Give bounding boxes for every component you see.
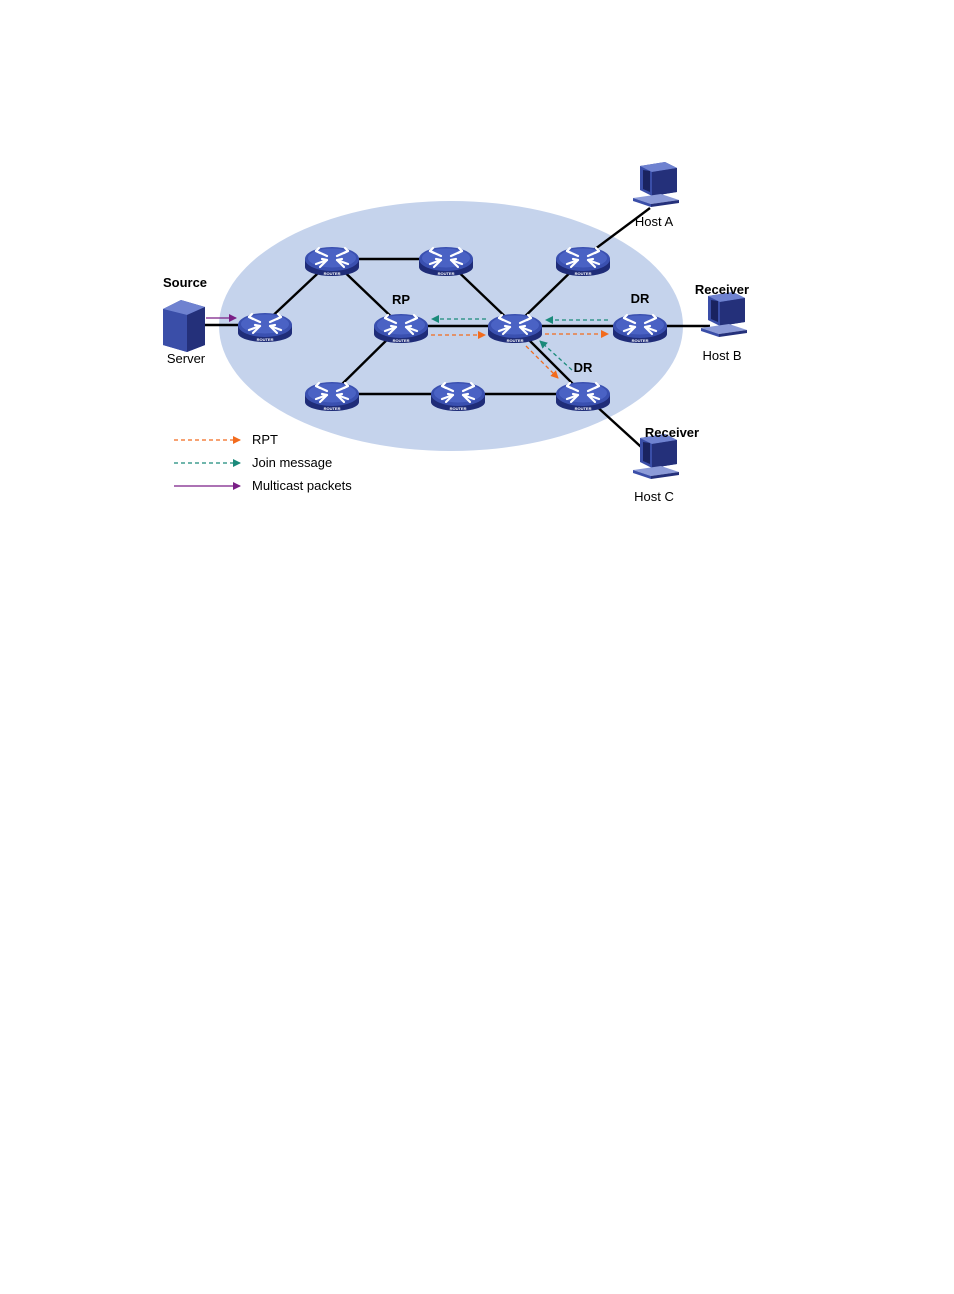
- router-label: ROUTER: [324, 271, 341, 276]
- dr-b-label: DR: [631, 291, 650, 306]
- rp-label: RP: [392, 292, 410, 307]
- router-label: ROUTER: [438, 271, 455, 276]
- router-rp: ROUTER: [372, 312, 430, 345]
- router-label: ROUTER: [632, 338, 649, 343]
- legend-join-label: Join message: [252, 455, 332, 470]
- host-c-label: Host C: [634, 489, 674, 504]
- router-r5: ROUTER: [303, 380, 361, 413]
- dr-c-label: DR: [574, 360, 593, 375]
- host-c-icon: [633, 434, 679, 479]
- router-label: ROUTER: [507, 338, 524, 343]
- source-label: Source: [163, 275, 207, 290]
- host-a-label: Host A: [635, 214, 674, 229]
- server-icon: [163, 300, 205, 352]
- legend-rpt-label: RPT: [252, 432, 278, 447]
- router-dr-c: ROUTER: [554, 380, 612, 413]
- rpt-arrow-mid-to-drc: [525, 345, 559, 379]
- receiver-c-label: Receiver: [645, 425, 699, 440]
- receiver-b-label: Receiver: [695, 282, 749, 297]
- router-label: ROUTER: [324, 406, 341, 411]
- router-r3: ROUTER: [417, 245, 475, 278]
- router-r1: ROUTER: [236, 311, 294, 344]
- router-label: ROUTER: [393, 338, 410, 343]
- router-label: ROUTER: [257, 337, 274, 342]
- host-a-icon: [633, 162, 679, 207]
- arrows: [206, 314, 609, 379]
- router-label: ROUTER: [450, 406, 467, 411]
- join-arrow-drc-to-mid: [539, 340, 573, 371]
- router-middle: ROUTER: [486, 312, 544, 345]
- router-dr-b: ROUTER: [611, 312, 669, 345]
- router-r2: ROUTER: [303, 245, 361, 278]
- router-label: ROUTER: [575, 271, 592, 276]
- router-label: ROUTER: [575, 406, 592, 411]
- router-r6: ROUTER: [429, 380, 487, 413]
- legend-multicast-label: Multicast packets: [252, 478, 352, 493]
- host-b-label: Host B: [702, 348, 741, 363]
- server-label: Server: [167, 351, 206, 366]
- router-r4: ROUTER: [554, 245, 612, 278]
- legend: RPT Join message Multicast packets: [174, 432, 352, 493]
- host-b-icon: [701, 292, 747, 337]
